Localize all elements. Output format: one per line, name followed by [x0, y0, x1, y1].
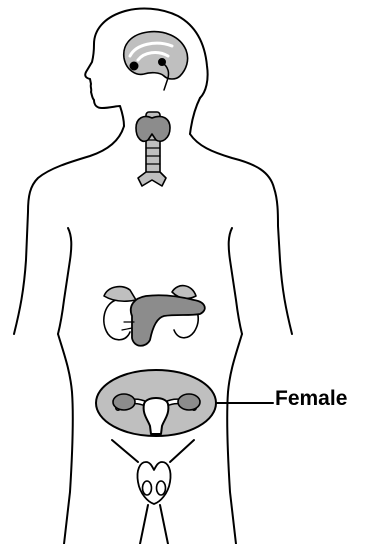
right-hip — [227, 334, 242, 544]
right-torso-outline — [190, 134, 292, 334]
left-hip — [58, 334, 73, 544]
left-leg-inner — [140, 505, 148, 544]
pituitary-gland — [131, 63, 138, 70]
left-groin-line — [112, 440, 138, 462]
right-ovary — [178, 394, 200, 410]
left-inner-arm — [58, 228, 71, 334]
body-outline — [14, 9, 292, 544]
female-callout-label: Female — [275, 387, 347, 411]
testes — [137, 462, 170, 504]
left-ovary — [113, 394, 135, 410]
brain — [124, 32, 188, 79]
abdominal-organs — [104, 286, 205, 346]
thyroid — [136, 112, 170, 186]
brain-glands — [124, 32, 188, 90]
right-groin-line — [170, 440, 194, 462]
pancreas — [131, 295, 205, 346]
left-adrenal — [104, 287, 136, 302]
scrotum — [137, 462, 170, 504]
right-leg-inner — [160, 505, 168, 544]
bronchi — [138, 172, 166, 186]
pineal-gland — [159, 59, 165, 65]
right-testis — [157, 481, 166, 495]
left-kidney — [104, 300, 130, 340]
left-testis — [143, 481, 152, 495]
uterus-ovaries — [96, 370, 273, 436]
neck-outline — [190, 98, 200, 134]
right-inner-arm — [229, 228, 242, 334]
